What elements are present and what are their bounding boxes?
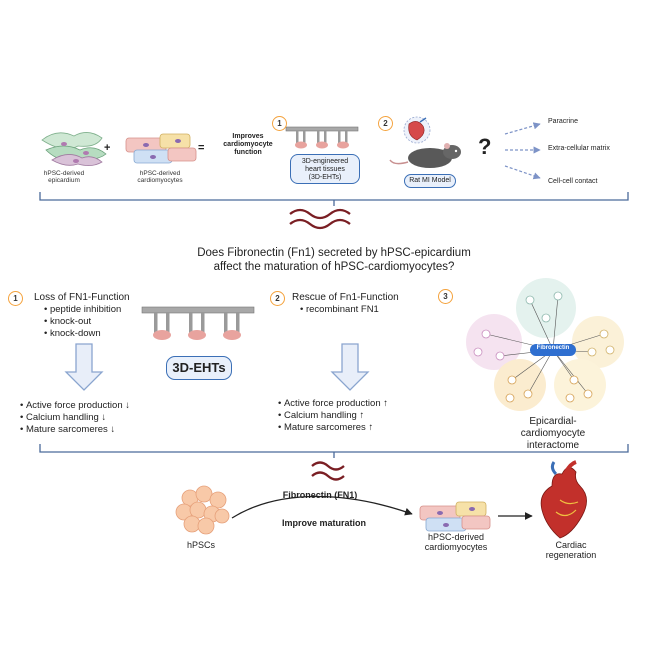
ehts-badge: 3D-EHTs: [166, 356, 232, 380]
down-arrow-panel1: [64, 343, 104, 391]
panel2-method: • recombinant FN1: [300, 304, 379, 315]
eht-illustration-small: [285, 126, 359, 149]
panel1-method: • knock-out: [44, 316, 92, 327]
eht-illustration-large: [141, 306, 255, 340]
step2-number: 2: [378, 116, 393, 131]
fibronectin-pill: [530, 344, 576, 356]
equals-sign: =: [198, 142, 205, 154]
panel2-result: • Calcium handling ↑: [278, 410, 365, 421]
bottom-cardiomyocytes-label: hPSC-derived cardiomyocytes: [424, 532, 488, 553]
step1-number: 1: [272, 116, 287, 131]
epicardium-label: hPSC-derived epicardium: [43, 170, 85, 185]
cardiomyocyte-cells-illustration: [125, 133, 197, 164]
mechanism-ecm: Extra-cellular matrix: [548, 145, 610, 152]
down-arrow-panel2: [330, 343, 370, 391]
maturation-arrow: [231, 495, 413, 519]
plus-sign: +: [104, 142, 111, 154]
panel1-result: • Mature sarcomeres ↓: [20, 424, 116, 435]
panel1-result: • Calcium handling ↓: [20, 412, 107, 423]
mechanism-cell-contact: Cell-cell contact: [548, 178, 598, 185]
regeneration-label: Cardiac regeneration: [545, 540, 597, 561]
step1-box: 3D-engineered heart tissues (3D-EHTs): [290, 154, 360, 184]
panel2-result: • Active force production ↑: [278, 398, 388, 409]
panel2-methods: • recombinant FN1: [300, 304, 379, 316]
step2-box: Rat MI Model: [404, 174, 456, 188]
cardiomyocyte-cells-bottom: [419, 501, 491, 532]
mechanism-arrows: [504, 122, 541, 180]
cardiomyocytes-label: hPSC-derived cardiomyocytes: [137, 170, 183, 185]
panel3-number: 3: [438, 289, 453, 304]
improve-maturation-label: Improve maturation: [281, 518, 367, 528]
panel2-result: • Mature sarcomeres ↑: [278, 422, 374, 433]
central-question: Does Fibronectin (Fn1) secreted by hPSC-…: [197, 247, 471, 273]
top-bracket: [39, 192, 629, 206]
network-fibronectin-label: Fibronectin: [536, 345, 570, 351]
interactome-caption: Epicardial-cardiomyocyte interactome: [520, 416, 586, 451]
rat-mi-illustration: [389, 116, 461, 168]
fibronectin-label: Fibronectin (FN1): [282, 490, 358, 500]
panel2-number: 2: [270, 291, 285, 306]
panel1-results: • Active force production ↓ • Calcium ha…: [20, 400, 130, 436]
hpscs-cluster: [175, 485, 230, 535]
fibronectin-wave-top: [289, 208, 351, 230]
epicardium-cells-illustration: [41, 132, 107, 166]
hpscs-label: hPSCs: [186, 540, 216, 550]
interactome-network: [466, 278, 624, 411]
panel1-title: Loss of FN1-Function: [34, 292, 130, 303]
mechanism-paracrine: Paracrine: [548, 118, 578, 125]
panel1-method: • peptide inhibition: [44, 304, 122, 315]
heart-illustration: [540, 460, 587, 539]
panel1-methods: • peptide inhibition • knock-out • knock…: [44, 304, 121, 340]
panel1-number: 1: [8, 291, 23, 306]
panel2-results: • Active force production ↑ • Calcium ha…: [278, 398, 388, 434]
fibronectin-wave-bottom: [311, 461, 345, 481]
question-mark: ?: [478, 134, 492, 159]
middle-bracket: [39, 444, 629, 458]
improves-label: Improves cardiomyocyte function: [223, 133, 273, 157]
panel2-title: Rescue of Fn1-Function: [292, 292, 399, 303]
panel1-result: • Active force production ↓: [20, 400, 130, 411]
panel1-method: • knock-down: [44, 328, 101, 339]
